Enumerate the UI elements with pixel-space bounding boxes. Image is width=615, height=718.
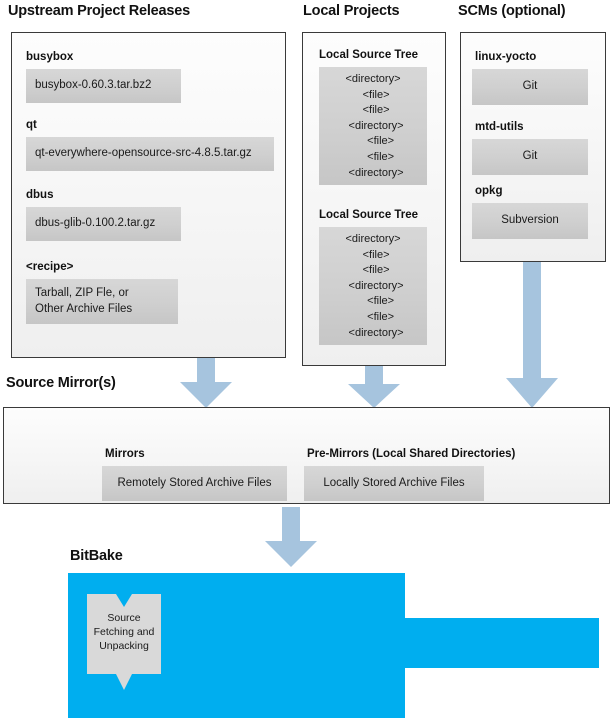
section-title-scms: SCMs (optional) [458, 3, 566, 19]
scm-item-value-mtd-utils: Git [472, 139, 588, 175]
source-tree-line: <file> [356, 104, 390, 117]
source-tree-line: <directory> [345, 73, 401, 85]
local-source-tree-2: <directory> <file> <file> <directory> <f… [319, 227, 427, 345]
source-fetching-and-unpacking-box [87, 594, 161, 692]
scm-item-value-linux-yocto: Git [472, 69, 588, 105]
source-tree-line: <file> [351, 135, 395, 148]
scm-item-label-opkg: opkg [475, 185, 503, 197]
bitbake-block [68, 573, 599, 718]
section-title-local-projects: Local Projects [303, 3, 400, 19]
source-tree-line: <directory> [342, 279, 404, 292]
source-tree-line: <file> [356, 248, 390, 261]
section-title-upstream: Upstream Project Releases [8, 3, 190, 19]
source-tree-line: <file> [356, 88, 390, 101]
upstream-item-label-busybox: busybox [26, 51, 74, 63]
upstream-item-label-dbus: dbus [26, 189, 54, 201]
upstream-item-label-recipe: <recipe> [26, 261, 74, 273]
mirror-value-pre-mirrors: Locally Stored Archive Files [304, 466, 484, 501]
mirror-value-mirrors: Remotely Stored Archive Files [102, 466, 287, 501]
mirror-label-pre-mirrors: Pre-Mirrors (Local Shared Directories) [307, 448, 516, 460]
upstream-item-value-recipe: Tarball, ZIP Fle, or Other Archive Files [26, 279, 178, 324]
arrow-upstream-to-mirrors [180, 358, 232, 408]
scm-item-label-linux-yocto: linux-yocto [475, 51, 537, 63]
scm-item-label-mtd-utils: mtd-utils [475, 121, 524, 133]
local-source-tree-1: <directory> <file> <file> <directory> <f… [319, 67, 427, 185]
source-tree-line: <file> [351, 151, 395, 164]
upstream-item-value-busybox: busybox-0.60.3.tar.bz2 [26, 69, 181, 103]
local-tree-label-1: Local Source Tree [319, 49, 419, 61]
upstream-item-value-dbus: dbus-glib-0.100.2.tar.gz [26, 207, 181, 241]
panel-upstream-project-releases: busybox busybox-0.60.3.tar.bz2 qt qt-eve… [11, 32, 286, 358]
scm-item-value-opkg: Subversion [472, 203, 588, 239]
upstream-item-label-qt: qt [26, 119, 37, 131]
source-tree-line: <directory> [345, 233, 401, 245]
arrow-mirrors-to-bitbake [265, 507, 317, 567]
panel-local-projects: Local Source Tree <directory> <file> <fi… [302, 32, 446, 366]
panel-source-mirrors: Mirrors Remotely Stored Archive Files Pr… [3, 407, 610, 504]
panel-scms: linux-yocto Git mtd-utils Git opkg Subve… [460, 32, 606, 262]
source-tree-line: <directory> [342, 326, 404, 339]
source-tree-line: <file> [356, 264, 390, 277]
arrow-scms-to-mirrors [506, 262, 558, 408]
arrow-local-projects-to-mirrors [348, 366, 400, 408]
source-tree-line: <directory> [342, 166, 404, 179]
mirror-label-mirrors: Mirrors [105, 448, 145, 460]
local-tree-label-2: Local Source Tree [319, 209, 419, 221]
source-tree-line: <file> [351, 295, 395, 308]
source-tree-line: <directory> [342, 119, 404, 132]
upstream-item-value-qt: qt-everywhere-opensource-src-4.8.5.tar.g… [26, 137, 274, 171]
section-title-source-mirrors: Source Mirror(s) [6, 375, 116, 391]
section-title-bitbake: BitBake [70, 548, 123, 564]
source-tree-line: <file> [351, 311, 395, 324]
